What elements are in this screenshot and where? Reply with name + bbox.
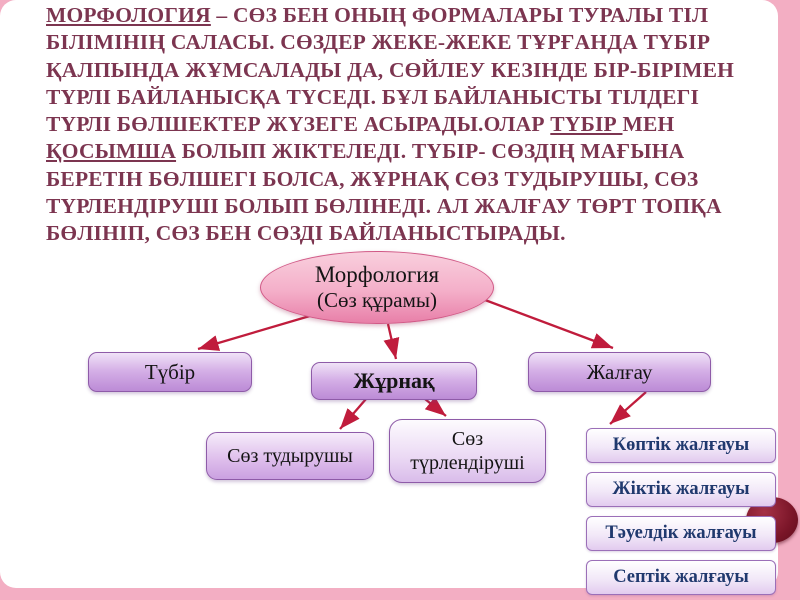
paragraph-text-3: БОЛЫП ЖІКТЕЛЕДІ. ТҮБІР- СӨЗДІҢ МАҒЫНА БЕ… (46, 139, 722, 246)
node-soz-turlendirushi: Сөз түрлендіруші (389, 419, 546, 483)
node-zhalgau: Жалғау (528, 352, 711, 392)
definition-paragraph: МОРФОЛОГИЯ – СӨЗ БЕН ОНЫҢ ФОРМАЛАРЫ ТУРА… (46, 2, 764, 248)
root-node-subtitle: (Сөз құрамы) (317, 288, 437, 312)
paragraph-text-1: – СӨЗ БЕН ОНЫҢ ФОРМАЛАРЫ ТУРАЛЫ ТІЛ БІЛІ… (46, 3, 735, 137)
zhalgau-types-column: Көптік жалғауы Жіктік жалғауы Тәуелдік ж… (586, 428, 776, 595)
node-soz-tudyrushy: Сөз тудырушы (206, 432, 374, 480)
root-node-title: Морфология (314, 262, 440, 287)
term-morphology: МОРФОЛОГИЯ (46, 3, 211, 27)
paragraph-text-2: МЕН (622, 112, 675, 137)
term-tubir: ТҮБІР (550, 112, 623, 137)
root-node-morphology: Морфология (Сөз құрамы) (260, 251, 494, 324)
node-koptik-zhalgau: Көптік жалғауы (586, 428, 776, 463)
node-septik-zhalgau: Септік жалғауы (586, 560, 776, 595)
term-qosymsha: ҚОСЫМША (46, 139, 177, 164)
node-zhurnak: Жұрнақ (311, 362, 477, 400)
node-tubir: Түбір (88, 352, 252, 392)
node-tauelldik-zhalgau: Тәуелдік жалғауы (586, 516, 776, 551)
node-zhiktik-zhalgau: Жіктік жалғауы (586, 472, 776, 507)
